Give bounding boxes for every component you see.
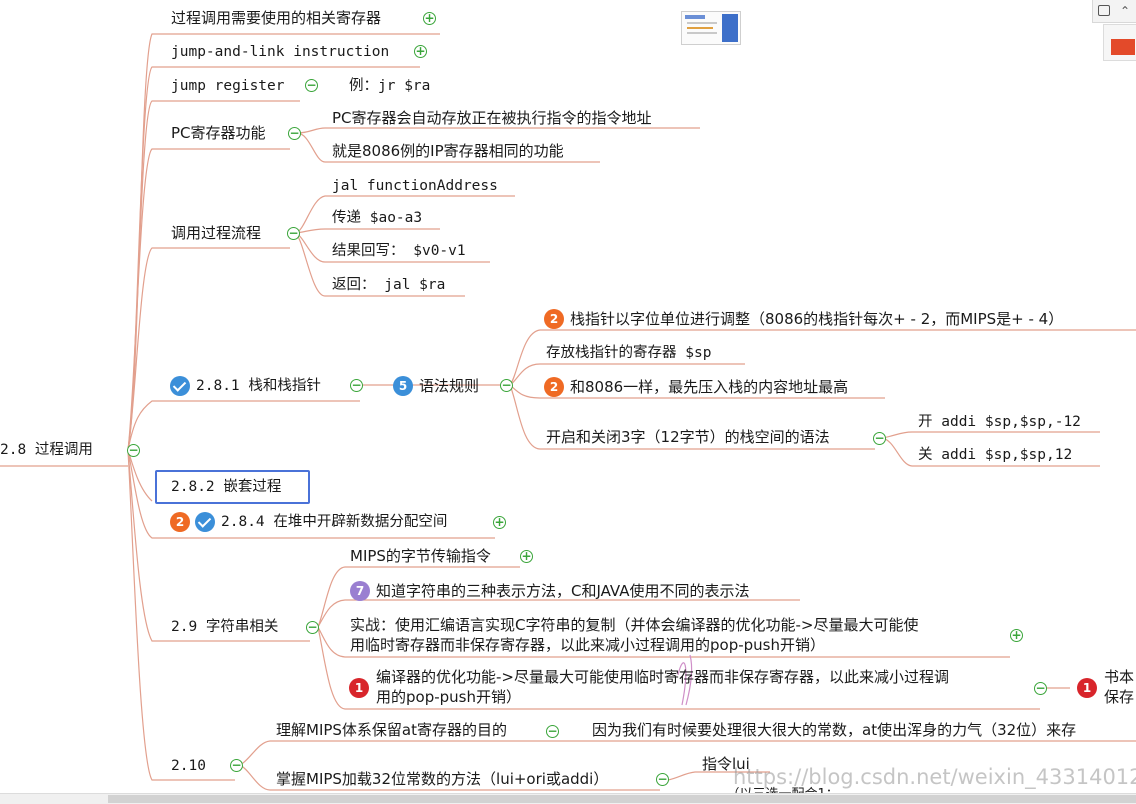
map-thumbnail[interactable] [681,11,741,45]
check-icon [170,376,190,396]
node-flow-b[interactable]: 传递 $ao-a3 [332,210,423,226]
node-syntax-c[interactable]: 和8086一样，最先压入栈的内容地址最高 [570,378,849,396]
node-2-8-1[interactable]: 2.8.1 栈和栈指针 [196,378,321,394]
node-2-9-a[interactable]: MIPS的字节传输指令 [350,547,491,565]
node-registers[interactable]: 过程调用需要使用的相关寄存器 [171,9,382,27]
node-pc[interactable]: PC寄存器功能 [171,124,266,142]
node-2-9[interactable]: 2.9 字符串相关 [171,619,279,635]
node-2-9-d1[interactable]: 编译器的优化功能->尽量最大可能使用临时寄存器而非保存寄存器，以此来减小过程调 [376,668,949,686]
priority-badge: 2 [170,512,190,532]
node-2-8-4[interactable]: 2.8.4 在堆中开辟新数据分配空间 [221,514,448,530]
node-2-9-b[interactable]: 知道字符串的三种表示方法，C和JAVA使用不同的表示法 [376,582,750,600]
node-flow-a[interactable]: jal functionAddress [332,178,498,194]
plus-icon[interactable]: + [520,549,533,563]
node-pc-a[interactable]: PC寄存器会自动存放正在被执行指令的指令地址 [332,109,652,127]
priority-badge: 1 [1077,678,1097,698]
minus-icon[interactable]: − [656,772,669,786]
priority-badge: 2 [544,309,564,329]
node-2-9-c2[interactable]: 用临时寄存器而非保存寄存器，以此来减小过程调用的pop-push开销） [350,636,825,654]
node-open[interactable]: 开 addi $sp,$sp,-12 [918,414,1081,430]
minus-icon[interactable]: − [1034,681,1047,695]
node-flow-d[interactable]: 返回： jal $ra [332,277,446,293]
node-2-8-2[interactable]: 2.8.2 嵌套过程 [171,479,282,495]
minus-icon[interactable]: − [546,724,559,738]
priority-badge: 7 [350,581,370,601]
scrollbar-thumb[interactable] [108,795,1136,803]
watermark: https://blog.csdn.net/weixin_43314012 [733,765,1136,789]
minus-icon[interactable]: − [288,126,301,140]
minus-icon[interactable]: − [287,226,300,240]
minus-icon[interactable]: − [230,758,243,772]
node-syntax-b[interactable]: 存放栈指针的寄存器 $sp [546,345,712,361]
selection-box [155,470,310,504]
minus-icon[interactable]: − [127,443,140,457]
node-2-10-b1[interactable]: 指令lui [702,755,750,773]
check-icon [195,512,215,532]
node-2-10-b[interactable]: 掌握MIPS加载32位常数的方法（lui+ori或addi） [276,770,609,788]
plus-icon[interactable]: + [423,11,436,25]
node-2-9-e1[interactable]: 书本 [1104,668,1135,686]
minus-icon[interactable]: − [500,378,513,392]
node-syntax-a[interactable]: 栈指针以字位单位进行调整（8086的栈指针每次+ - 2，而MIPS是+ - 4… [570,310,1064,328]
node-syntax-d[interactable]: 开启和关闭3字（12字节）的栈空间的语法 [546,428,830,446]
side-panel-thumbnail[interactable] [1103,24,1136,61]
node-syntax[interactable]: 语法规则 [419,377,480,395]
node-jal[interactable]: jump-and-link instruction [171,44,390,60]
restore-icon[interactable] [1098,5,1110,16]
minus-icon[interactable]: − [350,378,363,392]
priority-badge: 2 [544,377,564,397]
minus-icon[interactable]: − [873,431,886,445]
node-2-9-c1[interactable]: 实战：使用汇编语言实现C字符串的复制（并体会编译器的优化功能->尽量最大可能使 [350,616,919,634]
node-2-9-d2[interactable]: 用的pop-push开销） [376,688,521,706]
plus-icon[interactable]: + [1010,628,1023,642]
node-jr-example[interactable]: 例：jr $ra [349,78,431,94]
node-jr[interactable]: jump register [171,78,285,94]
node-flow[interactable]: 调用过程流程 [171,224,262,242]
plus-icon[interactable]: + [493,515,506,529]
horizontal-scrollbar[interactable] [0,793,1136,804]
priority-badge: 5 [393,376,413,396]
chart-icon[interactable]: ⌃ [1120,4,1131,18]
node-flow-c[interactable]: 结果回写： $v0-v1 [332,243,466,259]
node-2-10-a1[interactable]: 因为我们有时候要处理很大很大的常数，at使出浑身的力气（32位）来存 [592,721,1077,739]
plus-icon[interactable]: + [414,44,427,58]
node-2-10-a[interactable]: 理解MIPS体系保留at寄存器的目的 [276,721,508,739]
minus-icon[interactable]: − [305,78,318,92]
node-close[interactable]: 关 addi $sp,$sp,12 [918,447,1073,463]
node-2-10[interactable]: 2.10 [171,758,206,774]
priority-badge: 1 [349,678,369,698]
node-pc-b[interactable]: 就是8086例的IP寄存器相同的功能 [332,142,564,160]
minus-icon[interactable]: − [306,620,319,634]
root-topic[interactable]: 2.8 过程调用 [0,442,93,458]
node-2-9-e2[interactable]: 保存 [1104,688,1135,706]
